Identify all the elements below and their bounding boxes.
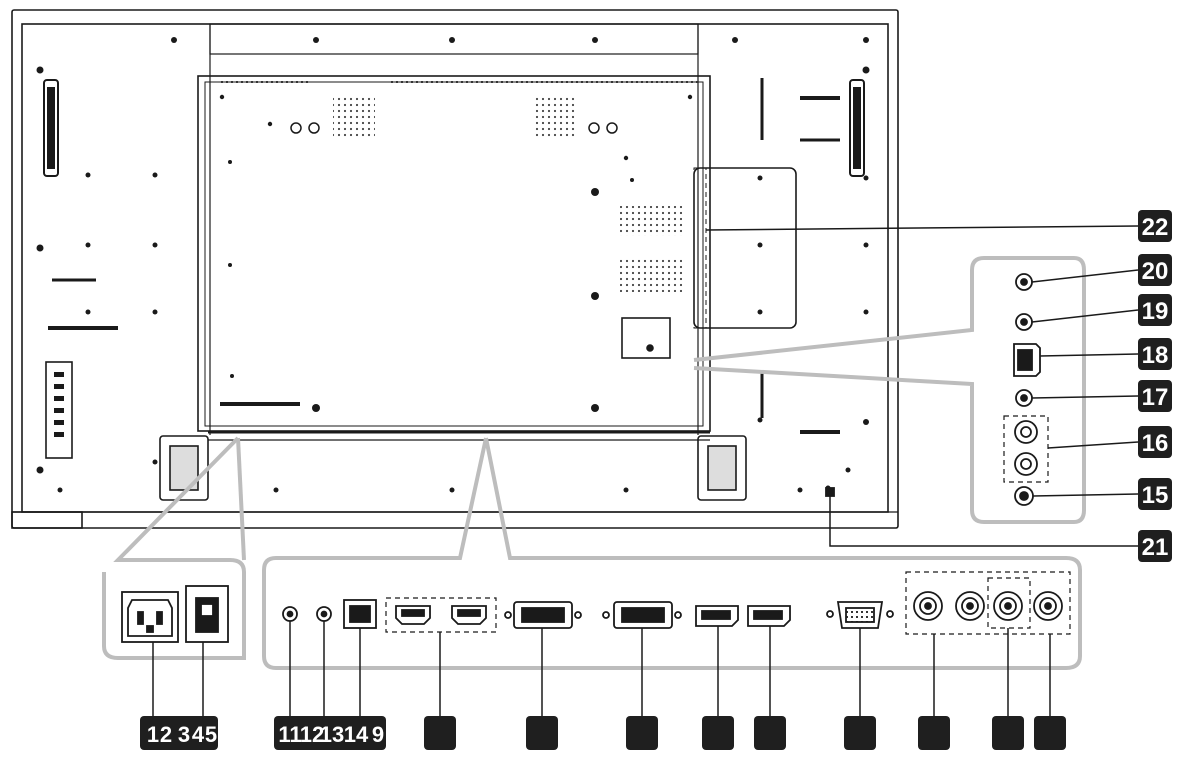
- badge-14: 14: [344, 722, 369, 747]
- bnc-connectors: [913, 591, 1063, 621]
- callout-bottom-io: [262, 437, 1082, 670]
- svg-text:19: 19: [1142, 298, 1169, 325]
- badge-blank-dp2: [754, 716, 786, 750]
- svg-text:15: 15: [1142, 482, 1169, 509]
- callout-badges: 22 20 19 18 17 16 15 21: [140, 210, 1172, 750]
- inner-frame: [21, 23, 889, 513]
- side-rca-16a: [1014, 420, 1038, 444]
- badge-19: 19: [1138, 294, 1172, 326]
- badge-20: 20: [1138, 254, 1172, 286]
- vent-grille-2: [533, 96, 575, 138]
- svg-text:22: 22: [1142, 214, 1169, 241]
- badge-group-io-left: 11 12 13 14 9: [274, 716, 386, 750]
- badge-2: 2: [160, 722, 172, 747]
- side-button-panel: [45, 361, 73, 459]
- io-connectors: [282, 571, 1071, 718]
- svg-text:16: 16: [1142, 430, 1169, 457]
- badge-4: 4: [192, 722, 205, 747]
- left-panel-details: [45, 278, 118, 459]
- badge-blank-vga: [844, 716, 876, 750]
- displayport-2: [747, 605, 791, 627]
- badge-16: 16: [1138, 426, 1172, 458]
- vga-port: [836, 601, 884, 629]
- badge-5: 5: [205, 722, 217, 747]
- badge-blank-bnc2: [992, 716, 1024, 750]
- handles: [43, 79, 865, 177]
- displayport-1: [695, 605, 739, 627]
- ac-inlet: [121, 591, 179, 643]
- svg-text:21: 21: [1142, 534, 1169, 561]
- badge-3: 3: [178, 722, 190, 747]
- screws: [36, 37, 870, 493]
- badge-15: 15: [1138, 478, 1172, 510]
- svg-text:20: 20: [1142, 258, 1169, 285]
- vent-grille-1: [333, 96, 375, 138]
- outer-frame: [11, 9, 899, 529]
- side-hdmi-18: [1013, 343, 1041, 377]
- monitor-rear-housing: [11, 9, 899, 529]
- badge-1: 1: [147, 722, 159, 747]
- badge-18: 18: [1138, 338, 1172, 370]
- side-rca-16b: [1014, 452, 1038, 476]
- callout-outlines: [102, 256, 1086, 670]
- badge-blank-dvi2: [626, 716, 658, 750]
- callout-power: [102, 436, 246, 660]
- dvi-port-1: [513, 601, 573, 629]
- main-chassis: [197, 75, 797, 441]
- right-panel-details: [760, 78, 840, 434]
- badge-13: 13: [320, 722, 344, 747]
- handle-right: [849, 79, 865, 177]
- screw-rings: [290, 122, 618, 134]
- foot-left: [11, 511, 83, 529]
- vent-grille-4: [620, 258, 682, 292]
- callout-right-side: [693, 256, 1086, 524]
- badge-22: 22: [1138, 210, 1172, 242]
- dvi-port-2: [613, 601, 673, 629]
- handle-left: [43, 79, 59, 177]
- side-connectors: [705, 225, 1139, 547]
- badge-11: 11: [278, 722, 301, 747]
- hdmi-port-2: [451, 605, 487, 625]
- badge-17: 17: [1138, 380, 1172, 412]
- badge-group-power: 1 2 3 4 5: [140, 716, 218, 750]
- svg-text:17: 17: [1142, 384, 1169, 411]
- vent-grille-3: [620, 206, 682, 236]
- badge-9: 9: [372, 722, 384, 747]
- badge-21: 21: [1138, 530, 1172, 562]
- badge-blank-hdmi: [424, 716, 456, 750]
- badge-12: 12: [300, 722, 324, 747]
- badge-blank-bnc1: [918, 716, 950, 750]
- power-switch: [185, 585, 229, 643]
- badge-blank-dp1: [702, 716, 734, 750]
- chassis-body: [197, 75, 711, 432]
- badge-blank-bnc3: [1034, 716, 1066, 750]
- svg-text:18: 18: [1142, 342, 1169, 369]
- hdmi-port-1: [395, 605, 431, 625]
- badge-blank-dvi1: [526, 716, 558, 750]
- power-section: [121, 585, 229, 718]
